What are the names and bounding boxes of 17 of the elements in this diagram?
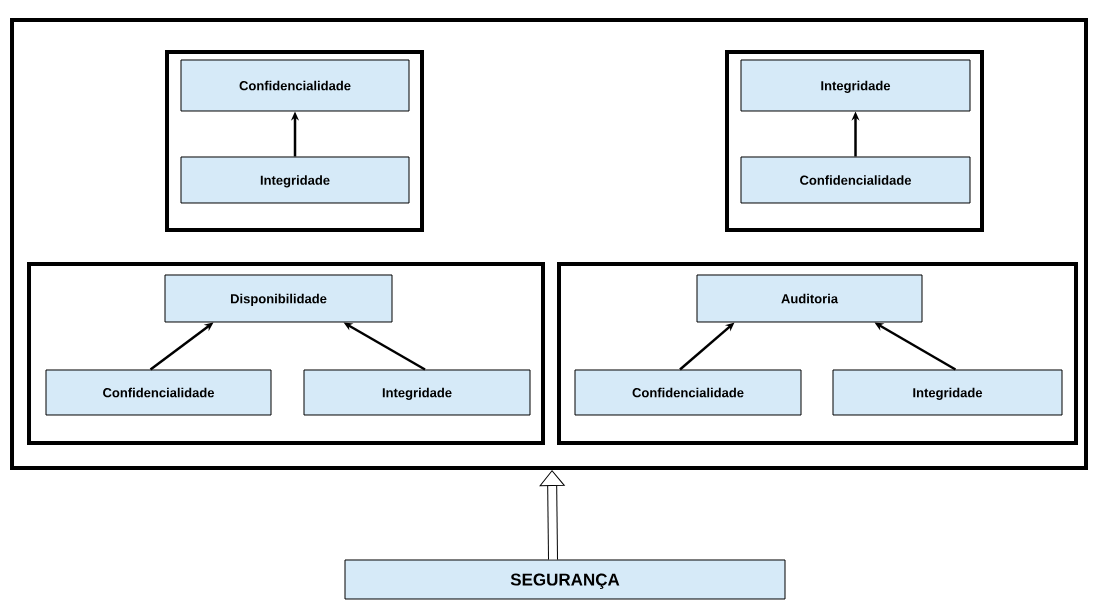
concept-box: Integridade [303, 369, 531, 416]
group-frame [725, 50, 984, 232]
group-frame [27, 262, 545, 445]
concept-box: Confidencialidade [740, 156, 971, 204]
concept-box: Confidencialidade [574, 369, 802, 416]
title-box: SEGURANÇA [344, 559, 786, 600]
concept-box: Integridade [180, 156, 410, 204]
concept-box: Confidencialidade [45, 369, 272, 416]
group-frame [557, 262, 1078, 445]
concept-box: Auditoria [696, 274, 923, 323]
concept-box: Confidencialidade [180, 59, 410, 112]
arrow [539, 470, 565, 560]
group-frame [165, 50, 424, 232]
outer-frame [10, 18, 1088, 470]
concept-box: Integridade [740, 59, 971, 112]
concept-box: Disponibilidade [164, 274, 393, 323]
concept-box: Integridade [832, 369, 1063, 416]
